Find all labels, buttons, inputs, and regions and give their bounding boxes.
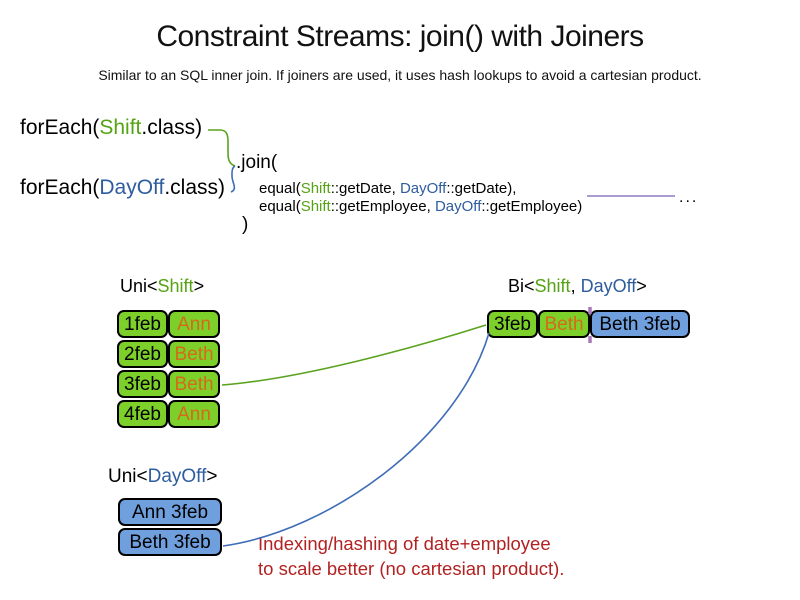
- code-text: forEach(: [20, 176, 100, 199]
- code-text: ::getDate,: [330, 180, 400, 197]
- shift-type-token: Shift: [157, 276, 194, 296]
- shift-employee-cell: Beth: [168, 340, 220, 368]
- shift-row-2feb: 2feb Beth: [117, 340, 220, 368]
- indexing-note-line1: Indexing/hashing of date+employee: [258, 533, 551, 554]
- bi-shift-date-cell: 3feb: [487, 310, 538, 338]
- shift-row-1feb: 1feb Ann: [117, 310, 220, 338]
- slide-title: Constraint Streams: join() with Joiners: [156, 20, 644, 53]
- code-text: equal(: [259, 198, 301, 215]
- code-foreach-dayoff: forEach(DayOff.class): [20, 176, 225, 200]
- code-join-close: ): [242, 214, 249, 235]
- shift-date-cell: 3feb: [117, 370, 168, 398]
- shift-date-cell: 4feb: [117, 400, 168, 428]
- shift-class-token: Shift: [99, 116, 142, 139]
- code-text: .class): [141, 116, 203, 139]
- dayoff-row-ann: Ann 3feb: [118, 498, 222, 526]
- code-text: forEach(: [20, 116, 100, 139]
- dayoff-row-beth: Beth 3feb: [118, 528, 222, 556]
- code-foreach-shift: forEach(Shift.class): [20, 116, 202, 140]
- connector-shift-3feb-to-bi-line: [221, 324, 487, 386]
- ellipsis-more-joiners: ...: [679, 189, 699, 206]
- code-text: .class): [164, 176, 226, 199]
- dayoff-type-token: DayOff: [580, 276, 637, 296]
- code-text: ::getEmployee,: [330, 198, 435, 215]
- indexing-note-line2: to scale better (no cartesian product).: [258, 558, 565, 579]
- dayoff-class-token: DayOff: [99, 176, 165, 199]
- shift-token: Shift: [300, 180, 331, 197]
- shift-token: Shift: [300, 198, 331, 215]
- indexing-note: Indexing/hashing of date+employee to sca…: [258, 531, 564, 581]
- code-equal-date: equal(Shift::getDate, DayOff::getDate),: [259, 180, 516, 197]
- shift-type-token: Shift: [534, 276, 571, 296]
- dayoff-token: DayOff: [399, 180, 447, 197]
- dayoff-cell: Beth 3feb: [118, 528, 222, 556]
- shift-row-3feb: 3feb Beth: [117, 370, 220, 398]
- label-text: ,: [570, 276, 581, 296]
- slide-subtitle: Similar to an SQL inner join. If joiners…: [98, 67, 702, 83]
- label-text: >: [193, 276, 205, 296]
- label-text: Uni<: [108, 466, 148, 487]
- shift-date-cell: 2feb: [117, 340, 168, 368]
- label-text: Bi<: [508, 276, 535, 296]
- uni-shift-table: 1feb Ann 2feb Beth 3feb Beth 4feb Ann: [117, 310, 220, 428]
- brace-dayoff-to-join-line: [230, 165, 236, 193]
- label-text: Uni<: [120, 276, 158, 296]
- code-join-open: .join(: [236, 152, 278, 173]
- shift-employee-cell: Ann: [168, 400, 220, 428]
- uni-dayoff-label: Uni<DayOff>: [108, 466, 218, 488]
- code-text: ::getDate),: [446, 180, 517, 197]
- shift-date-cell: 1feb: [117, 310, 168, 338]
- dayoff-token: DayOff: [434, 198, 482, 215]
- connector-dayoff-beth-to-bi-line: [222, 332, 490, 547]
- dayoff-type-token: DayOff: [147, 466, 207, 487]
- label-text: >: [636, 276, 647, 296]
- label-text: >: [206, 466, 218, 487]
- bi-tuple-row: 3feb Beth Beth 3feb: [487, 310, 690, 338]
- shift-row-4feb: 4feb Ann: [117, 400, 220, 428]
- uni-shift-label: Uni<Shift>: [120, 276, 204, 297]
- uni-dayoff-table: Ann 3feb Beth 3feb: [118, 498, 222, 556]
- bi-dayoff-cell: Beth 3feb: [590, 310, 690, 338]
- shift-employee-cell: Ann: [168, 310, 220, 338]
- code-equal-employee: equal(Shift::getEmployee, DayOff::getEmp…: [259, 198, 582, 215]
- bi-shift-employee-cell: Beth: [538, 310, 590, 338]
- brace-shift-to-join-line: [208, 129, 236, 167]
- shift-employee-cell: Beth: [168, 370, 220, 398]
- dayoff-cell: Ann 3feb: [118, 498, 222, 526]
- code-text: ::getEmployee): [481, 198, 583, 215]
- bi-label: Bi<Shift, DayOff>: [508, 276, 647, 297]
- code-text: equal(: [259, 180, 301, 197]
